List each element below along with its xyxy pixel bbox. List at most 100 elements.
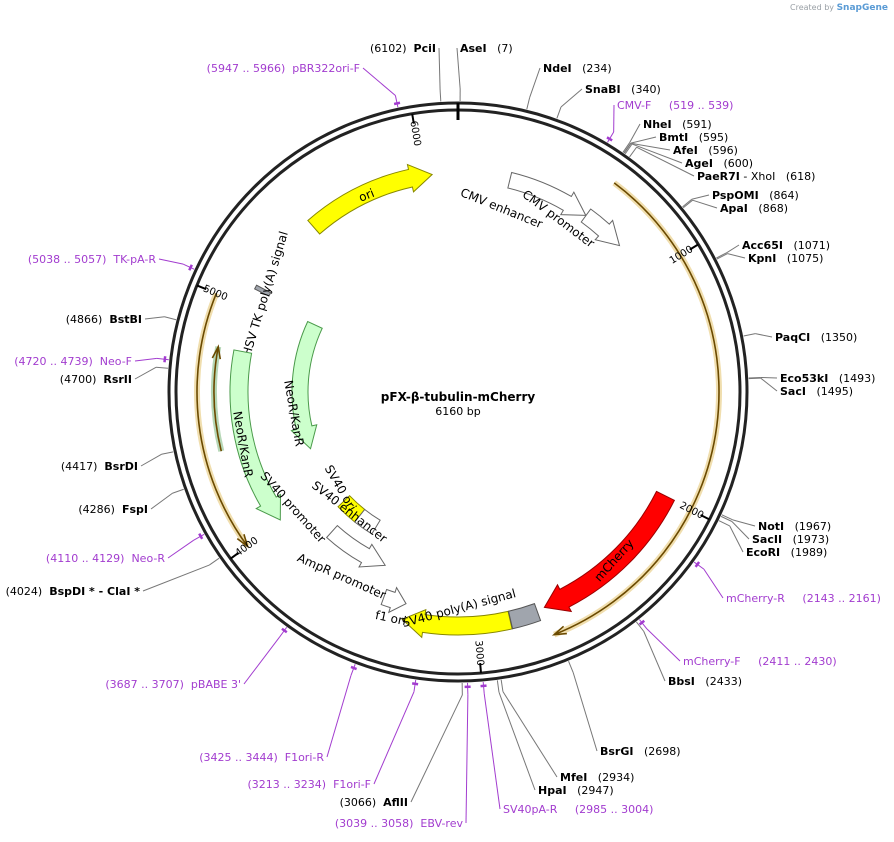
primer-label-neor[interactable]: (4110 .. 4129) Neo-R [46,552,165,565]
primer-label-neof[interactable]: (4720 .. 4739) Neo-F [14,355,132,368]
primer-label-cmvf[interactable]: CMV-F (519 .. 539) [617,99,733,112]
leader-line-mcherryf [646,628,681,662]
site-coord-saci: (1495) [816,385,853,398]
site-label-bsrgi[interactable]: BsrGI (2698) [600,745,681,758]
feature-arc-f-amprpro[interactable] [380,586,407,614]
site-gap-rsrii [96,373,103,386]
site-name-eco53ki: Eco53kI [780,372,828,385]
site-gap-afei [698,144,709,157]
site-label-hpai[interactable]: HpaI (2947) [538,784,614,797]
leader-tip-rsrii [155,366,169,369]
primer-label-pbr322f[interactable]: (5947 .. 5966) pBR322ori-F [207,62,360,75]
leader-tip-noti [721,514,733,521]
site-label-acc65i[interactable]: Acc65I (1071) [742,239,830,252]
site-label-afei[interactable]: AfeI (596) [673,144,738,157]
plasmid-name: pFX-β-tubulin-mCherry [381,390,536,404]
primer-label-mcherryr[interactable]: mCherry-R (2143 .. 2161) [726,592,881,605]
site-label-pspomi[interactable]: PspOMI (864) [712,189,799,202]
leader-tip-mcherryr [693,561,705,570]
site-name-bspdi: BspDI * [49,585,95,598]
feature-arc-f-sv40enh[interactable] [354,508,381,535]
site-coord-afei: (596) [708,144,738,157]
feature-arc-f-hsv[interactable] [253,284,272,297]
leader-tip-agei [624,143,633,155]
site-name-mfei: MfeI [560,771,587,784]
primer-label-tkpar[interactable]: (5038 .. 5057) TK-pA-R [28,253,157,266]
leader-line-apai [692,199,718,209]
tick-mark-3000 [479,663,482,674]
leader-tip-cmvf [607,131,615,143]
leader-line-sacii [731,521,750,540]
feature-arc-f-sv40pa[interactable] [507,602,542,630]
feature-arc-f-neo-outer[interactable] [229,349,281,521]
site-name-bsrdi: BsrDI [104,460,138,473]
site-label-snabi[interactable]: SnaBI (340) [585,83,661,96]
primer-mark-neor [198,533,204,540]
primer-mark-mcherryr [694,561,701,568]
site-gap-bsrdi [97,460,104,473]
label-layer: (6102) PciI AseI (7) NdeI (234) SnaBI (340)… [6,42,881,830]
site-label-mfei[interactable]: MfeI (2934) [560,771,634,784]
site-name-bbsi: BbsI [668,675,695,688]
site-label-aflii[interactable]: (3066) AflII [340,796,408,809]
site-label-bspdi[interactable]: (4024) BspDI * - ClaI * [6,585,141,598]
site-suffix-paer7i: - XhoI [740,170,775,183]
site-label-bbsi[interactable]: BbsI (2433) [668,675,742,688]
primer-label-pbabe3[interactable]: (3687 .. 3707) pBABE 3' [105,678,241,691]
leader-line-saci [760,377,778,392]
leader-line-mcherryr [703,568,724,599]
site-label-sacii[interactable]: SacII (1973) [752,533,829,546]
orf-line-orf-main[interactable] [553,182,720,636]
leader-line-aflii [410,694,463,803]
orf-line-orf-neo[interactable] [196,293,249,547]
leader-tip-sv40par [482,681,485,694]
feature-arc-f-cmv-pro[interactable] [580,208,621,247]
feature-label-f-f1ori: f1 ori [374,608,408,628]
site-label-paqci[interactable]: PaqCI (1350) [775,331,857,344]
site-label-nhei[interactable]: NheI (591) [643,118,712,131]
site-coord-paqci: (1350) [821,331,858,344]
leader-tip-bstbi [164,316,177,321]
site-label-paer7i[interactable]: PaeR7I - XhoI (618) [697,170,815,183]
primer-label-f1orir[interactable]: (3425 .. 3444) F1ori-R [199,751,324,764]
site-gap-ecori [780,546,791,559]
site-gap-bsrgi [633,745,644,758]
primer-label-sv40par[interactable]: SV40pA-R (2985 .. 3004) [503,803,653,816]
primer-label-f1orif[interactable]: (3213 .. 3234) F1ori-F [248,778,371,791]
leader-line-sv40par [483,693,501,810]
site-label-bsrdi[interactable]: (4417) BsrDI [61,460,138,473]
leader-line-ebvrev [465,694,469,824]
site-label-kpni[interactable]: KpnI (1075) [748,252,823,265]
primer-label-ebvrev[interactable]: (3039 .. 3058) EBV-rev [335,817,464,830]
site-coord-ecori: (1989) [791,546,828,559]
feature-arc-f-ori[interactable] [307,163,434,235]
site-label-noti[interactable]: NotI (1967) [758,520,831,533]
leader-line-noti [732,519,756,527]
orf-arrow-orf-green [211,344,222,360]
orf-line-orf-green[interactable] [213,346,223,452]
leader-tip-fspi [172,488,184,494]
site-label-bmti[interactable]: BmtI (595) [659,131,728,144]
site-label-agei[interactable]: AgeI (600) [685,157,753,170]
site-label-bstbi[interactable]: (4866) BstBI [66,313,142,326]
feature-arc-f-neo-inner[interactable] [290,320,323,450]
site-label-ndei[interactable]: NdeI (234) [543,62,612,75]
primer-label-mcherryf[interactable]: mCherry-F (2411 .. 2430) [683,655,837,668]
site-label-eco53ki[interactable]: Eco53kI (1493) [780,372,875,385]
site-label-rsrii[interactable]: (4700) RsrII [60,373,132,386]
feature-arc-f-sv40ori[interactable] [337,494,366,523]
leader-tip-nhei [622,142,631,153]
site-gap-bstbi [102,313,109,326]
site-label-fspi[interactable]: (4286) FspI [78,503,148,516]
site-label-asei[interactable]: AseI (7) [460,42,513,55]
leader-tip-bspdi [209,557,220,566]
feature-arc-f-mcherry[interactable] [543,490,676,613]
site-name-apai: ApaI [720,202,748,215]
site-label-ecori[interactable]: EcoRI (1989) [746,546,827,559]
site-label-pcii[interactable]: (6102) PciI [370,42,436,55]
leader-tip-paqci [743,333,756,337]
site-label-saci[interactable]: SacI (1495) [780,385,853,398]
feature-arc-f-sv40pro[interactable] [325,524,387,568]
site-label-apai[interactable]: ApaI (868) [720,202,788,215]
feature-arc-f-f1ori[interactable] [401,608,513,639]
